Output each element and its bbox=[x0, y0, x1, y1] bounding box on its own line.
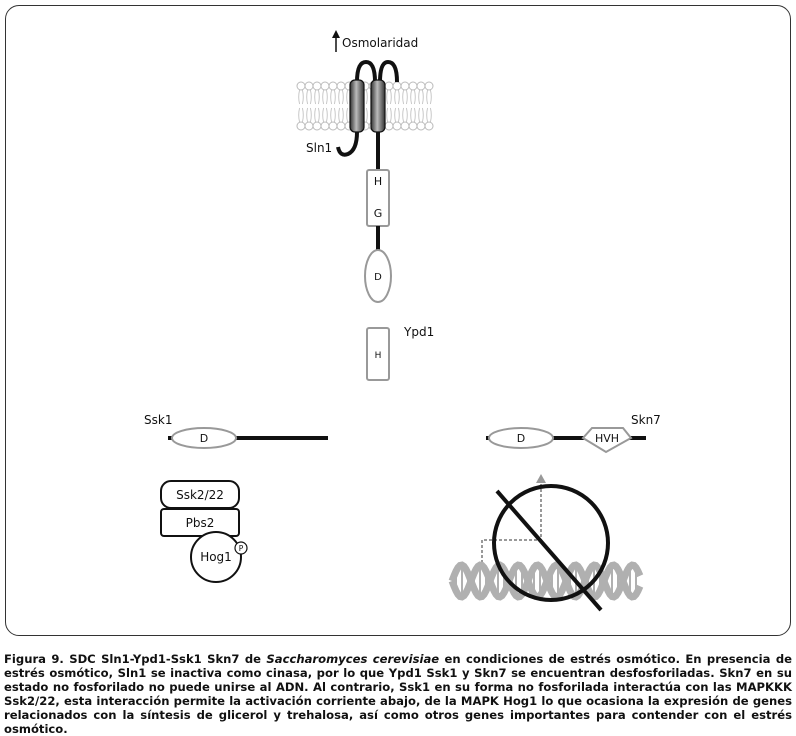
prohibition-sign bbox=[492, 484, 610, 612]
figure-frame bbox=[5, 5, 791, 636]
ypd1-label: Ypd1 bbox=[403, 325, 434, 339]
osmolarity-arrow bbox=[332, 30, 340, 52]
skn7-receiver-domain bbox=[488, 427, 554, 449]
sln1-pathway-diagram: Osmolaridad Sln1 H G D H Ypd1 Ssk1 D Skn… bbox=[144, 30, 661, 612]
caption-species: Saccharomyces cerevisiae bbox=[266, 652, 440, 666]
blocked-transcription-arrow bbox=[481, 474, 546, 568]
sln1-h-label: H bbox=[374, 175, 382, 188]
sln1-g-label: G bbox=[374, 207, 383, 220]
caption-part2: en condiciones de estrés osmótico. En pr… bbox=[4, 652, 793, 736]
ypd1-box bbox=[366, 327, 390, 381]
sln1-transmembrane bbox=[336, 59, 399, 170]
ssk1-d-label: D bbox=[200, 432, 208, 445]
skn7-hvh-label: HVH bbox=[595, 432, 619, 445]
sln1-label: Sln1 bbox=[306, 141, 332, 155]
hog1-label: Hog1 bbox=[200, 550, 232, 564]
dna-helix bbox=[448, 561, 644, 601]
ypd1-h-label: H bbox=[375, 351, 382, 361]
skn7-label: Skn7 bbox=[631, 413, 661, 427]
osmolarity-label: Osmolaridad bbox=[342, 36, 418, 50]
ssk1-label: Ssk1 bbox=[144, 413, 172, 427]
ssk1-receiver-domain bbox=[171, 427, 237, 449]
pbs2-box bbox=[160, 508, 240, 537]
ssk2-label: Ssk2/22 bbox=[176, 488, 224, 502]
pbs2-label: Pbs2 bbox=[186, 516, 215, 530]
skn7-d-label: D bbox=[517, 432, 525, 445]
skn7-hvh-domain bbox=[581, 427, 633, 454]
caption-part1: Figura 9. SDC Sln1-Ypd1-Ssk1 Skn7 de bbox=[4, 652, 267, 666]
sln1-d-label: D bbox=[374, 272, 382, 283]
figure-caption: Figura 9. SDC Sln1-Ypd1-Ssk1 Skn7 de Sac… bbox=[4, 652, 792, 736]
cell-membrane bbox=[296, 81, 434, 131]
hog1-circle bbox=[190, 531, 242, 583]
sln1-receiver-domain bbox=[364, 249, 392, 303]
phosphate-label: P bbox=[239, 544, 244, 553]
phosphate-circle bbox=[234, 541, 248, 555]
